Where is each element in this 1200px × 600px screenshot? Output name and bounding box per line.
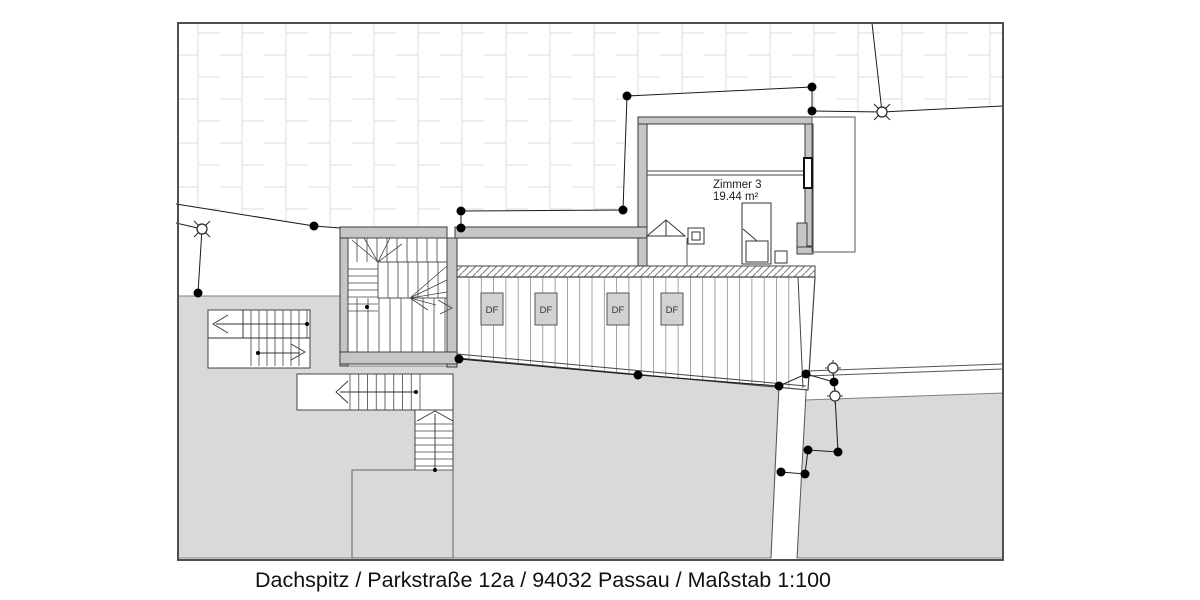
roof-window-labels: DF DF DF DF — [486, 305, 679, 316]
stair-c-arrow — [416, 410, 454, 470]
terrain-right — [796, 392, 1004, 559]
chimney-icon — [687, 227, 705, 245]
wall-step-a — [796, 222, 808, 248]
wall-stair-left — [339, 237, 349, 367]
plan-caption: Dachspitz / Parkstraße 12a / 94032 Passa… — [255, 568, 831, 592]
df-window-3 — [606, 292, 630, 326]
room-name-label: Zimmer 3 — [713, 179, 762, 191]
df-label-2: DF — [540, 305, 553, 316]
survey-points — [193, 82, 843, 479]
level-plus-icon — [825, 360, 841, 376]
df-label-4: DF — [666, 305, 679, 316]
boundary-cross-icon — [873, 103, 891, 121]
corridor-edges — [770, 374, 808, 559]
room-area-label: 19.44 m² — [713, 191, 759, 203]
boundary-double-line — [806, 363, 1004, 377]
roof-edge-lines — [456, 276, 807, 389]
wall-stair-top — [339, 226, 448, 239]
survey-markers — [193, 103, 891, 404]
wall-wing-top — [454, 226, 648, 239]
side-table — [774, 250, 788, 264]
lower-roof-block — [351, 469, 454, 559]
level-plus-icon — [827, 388, 843, 404]
wall-stair-divider — [446, 237, 458, 368]
wall-stair-bottom — [339, 351, 458, 365]
wall-step-b — [796, 246, 814, 255]
df-label-1: DF — [486, 305, 499, 316]
window — [803, 157, 813, 189]
staircase-main-treads — [348, 238, 446, 352]
df-window-1 — [480, 292, 504, 326]
knee-wall-hatch — [456, 265, 816, 278]
stair-c-treads — [415, 423, 453, 467]
plan-border — [177, 22, 1004, 561]
dormer — [645, 219, 687, 237]
df-window-2 — [534, 292, 558, 326]
wall-zimmer3-top — [637, 116, 813, 125]
staircase-main — [347, 237, 448, 353]
stair-a-arrows — [208, 310, 310, 361]
df-window-4 — [660, 292, 684, 326]
boundary-cross-icon — [193, 220, 211, 238]
df-label-3: DF — [612, 305, 625, 316]
roof-windows — [480, 292, 684, 326]
corridor — [771, 375, 807, 558]
staircase-main-winders — [351, 237, 453, 315]
bed — [741, 202, 772, 265]
stair-b-arrow — [335, 380, 416, 404]
wall-zimmer3-left — [637, 123, 648, 267]
roof-hatch-area — [178, 23, 1003, 228]
stair-c — [414, 409, 454, 471]
collar-beam-lines — [647, 170, 805, 176]
